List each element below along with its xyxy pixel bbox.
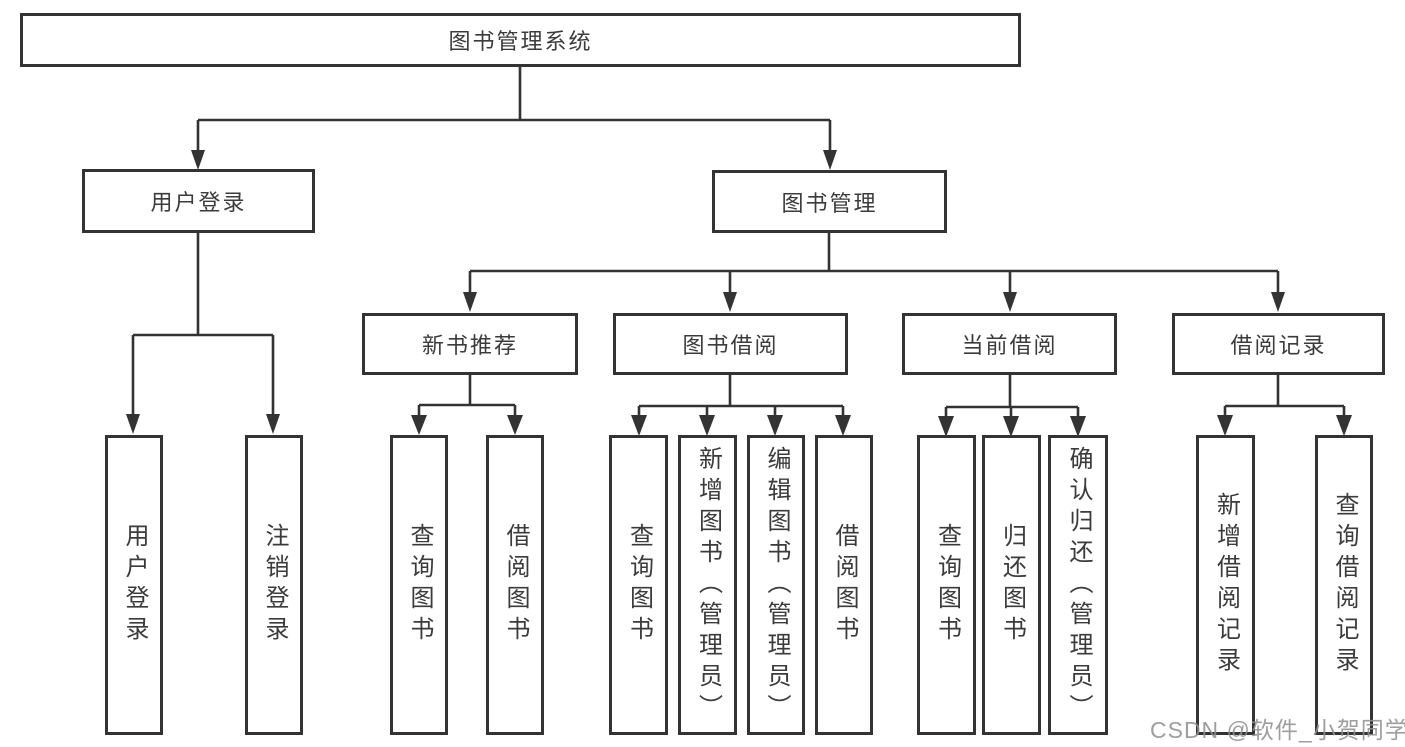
leaf-query-books-borrow: 查询图书	[609, 435, 668, 735]
node-current-borrow: 当前借阅	[902, 313, 1117, 375]
connector-current-borrow-to-leaves	[938, 375, 1086, 437]
connector-book-borrow-to-leaves	[631, 375, 851, 436]
connector-borrow-record-to-leaves	[1217, 375, 1352, 436]
leaf-edit-book-admin: 编辑图书（管理员）	[747, 435, 805, 735]
node-book-borrow-label: 图书借阅	[682, 333, 779, 358]
node-current-borrow-label: 当前借阅	[961, 333, 1058, 358]
leaf-borrow-books-recommend-label: 借阅图书	[502, 523, 529, 647]
node-borrow-records: 借阅记录	[1172, 313, 1385, 375]
leaf-return-books-label: 归还图书	[998, 523, 1026, 647]
leaf-query-borrow-record-label: 查询借阅记录	[1331, 492, 1358, 678]
leaf-logout: 注销登录	[245, 435, 303, 735]
leaf-return-books: 归还图书	[982, 435, 1041, 735]
leaf-add-borrow-record: 新增借阅记录	[1196, 435, 1255, 735]
leaf-query-books-recommend-label: 查询图书	[406, 523, 433, 647]
leaf-edit-book-admin-label: 编辑图书（管理员）	[763, 445, 790, 725]
node-borrow-records-label: 借阅记录	[1230, 333, 1327, 358]
leaf-query-books-recommend: 查询图书	[390, 435, 448, 735]
node-root-label: 图书管理系统	[448, 29, 593, 54]
connector-root-to-level2	[191, 67, 837, 170]
leaf-query-books-borrow-label: 查询图书	[625, 523, 653, 647]
node-root-library-system: 图书管理系统	[20, 13, 1021, 67]
node-book-management: 图书管理	[712, 170, 947, 233]
connector-new-book-to-leaves	[411, 375, 523, 435]
node-user-login-branch: 用户登录	[82, 169, 315, 233]
connector-book-mgmt-to-level3	[463, 233, 1285, 312]
csdn-watermark: CSDN @软件_小贺同学	[1150, 717, 1405, 743]
leaf-add-book-admin-label: 新增图书（管理员）	[694, 445, 722, 725]
connector-user-login-to-leaves	[126, 233, 280, 434]
leaf-add-borrow-record-label: 新增借阅记录	[1212, 492, 1240, 678]
leaf-confirm-return-admin-label: 确认归还（管理员）	[1065, 445, 1092, 725]
leaf-borrow-books-borrow: 借阅图书	[815, 435, 873, 735]
leaf-query-books-current-label: 查询图书	[933, 523, 961, 647]
node-book-borrow: 图书借阅	[613, 313, 848, 375]
node-user-login-branch-label: 用户登录	[150, 190, 247, 215]
leaf-borrow-books-borrow-label: 借阅图书	[831, 523, 858, 647]
leaf-user-login: 用户登录	[105, 435, 163, 735]
leaf-confirm-return-admin: 确认归还（管理员）	[1048, 435, 1108, 735]
leaf-add-book-admin: 新增图书（管理员）	[678, 435, 737, 735]
leaf-query-books-current: 查询图书	[917, 435, 976, 735]
node-new-book-recommend-label: 新书推荐	[421, 333, 518, 358]
leaf-user-login-label: 用户登录	[121, 523, 148, 647]
node-new-book-recommend: 新书推荐	[362, 313, 578, 375]
leaf-borrow-books-recommend: 借阅图书	[486, 435, 544, 735]
node-book-management-label: 图书管理	[781, 190, 878, 216]
leaf-logout-label: 注销登录	[261, 523, 288, 647]
leaf-query-borrow-record: 查询借阅记录	[1315, 435, 1373, 735]
